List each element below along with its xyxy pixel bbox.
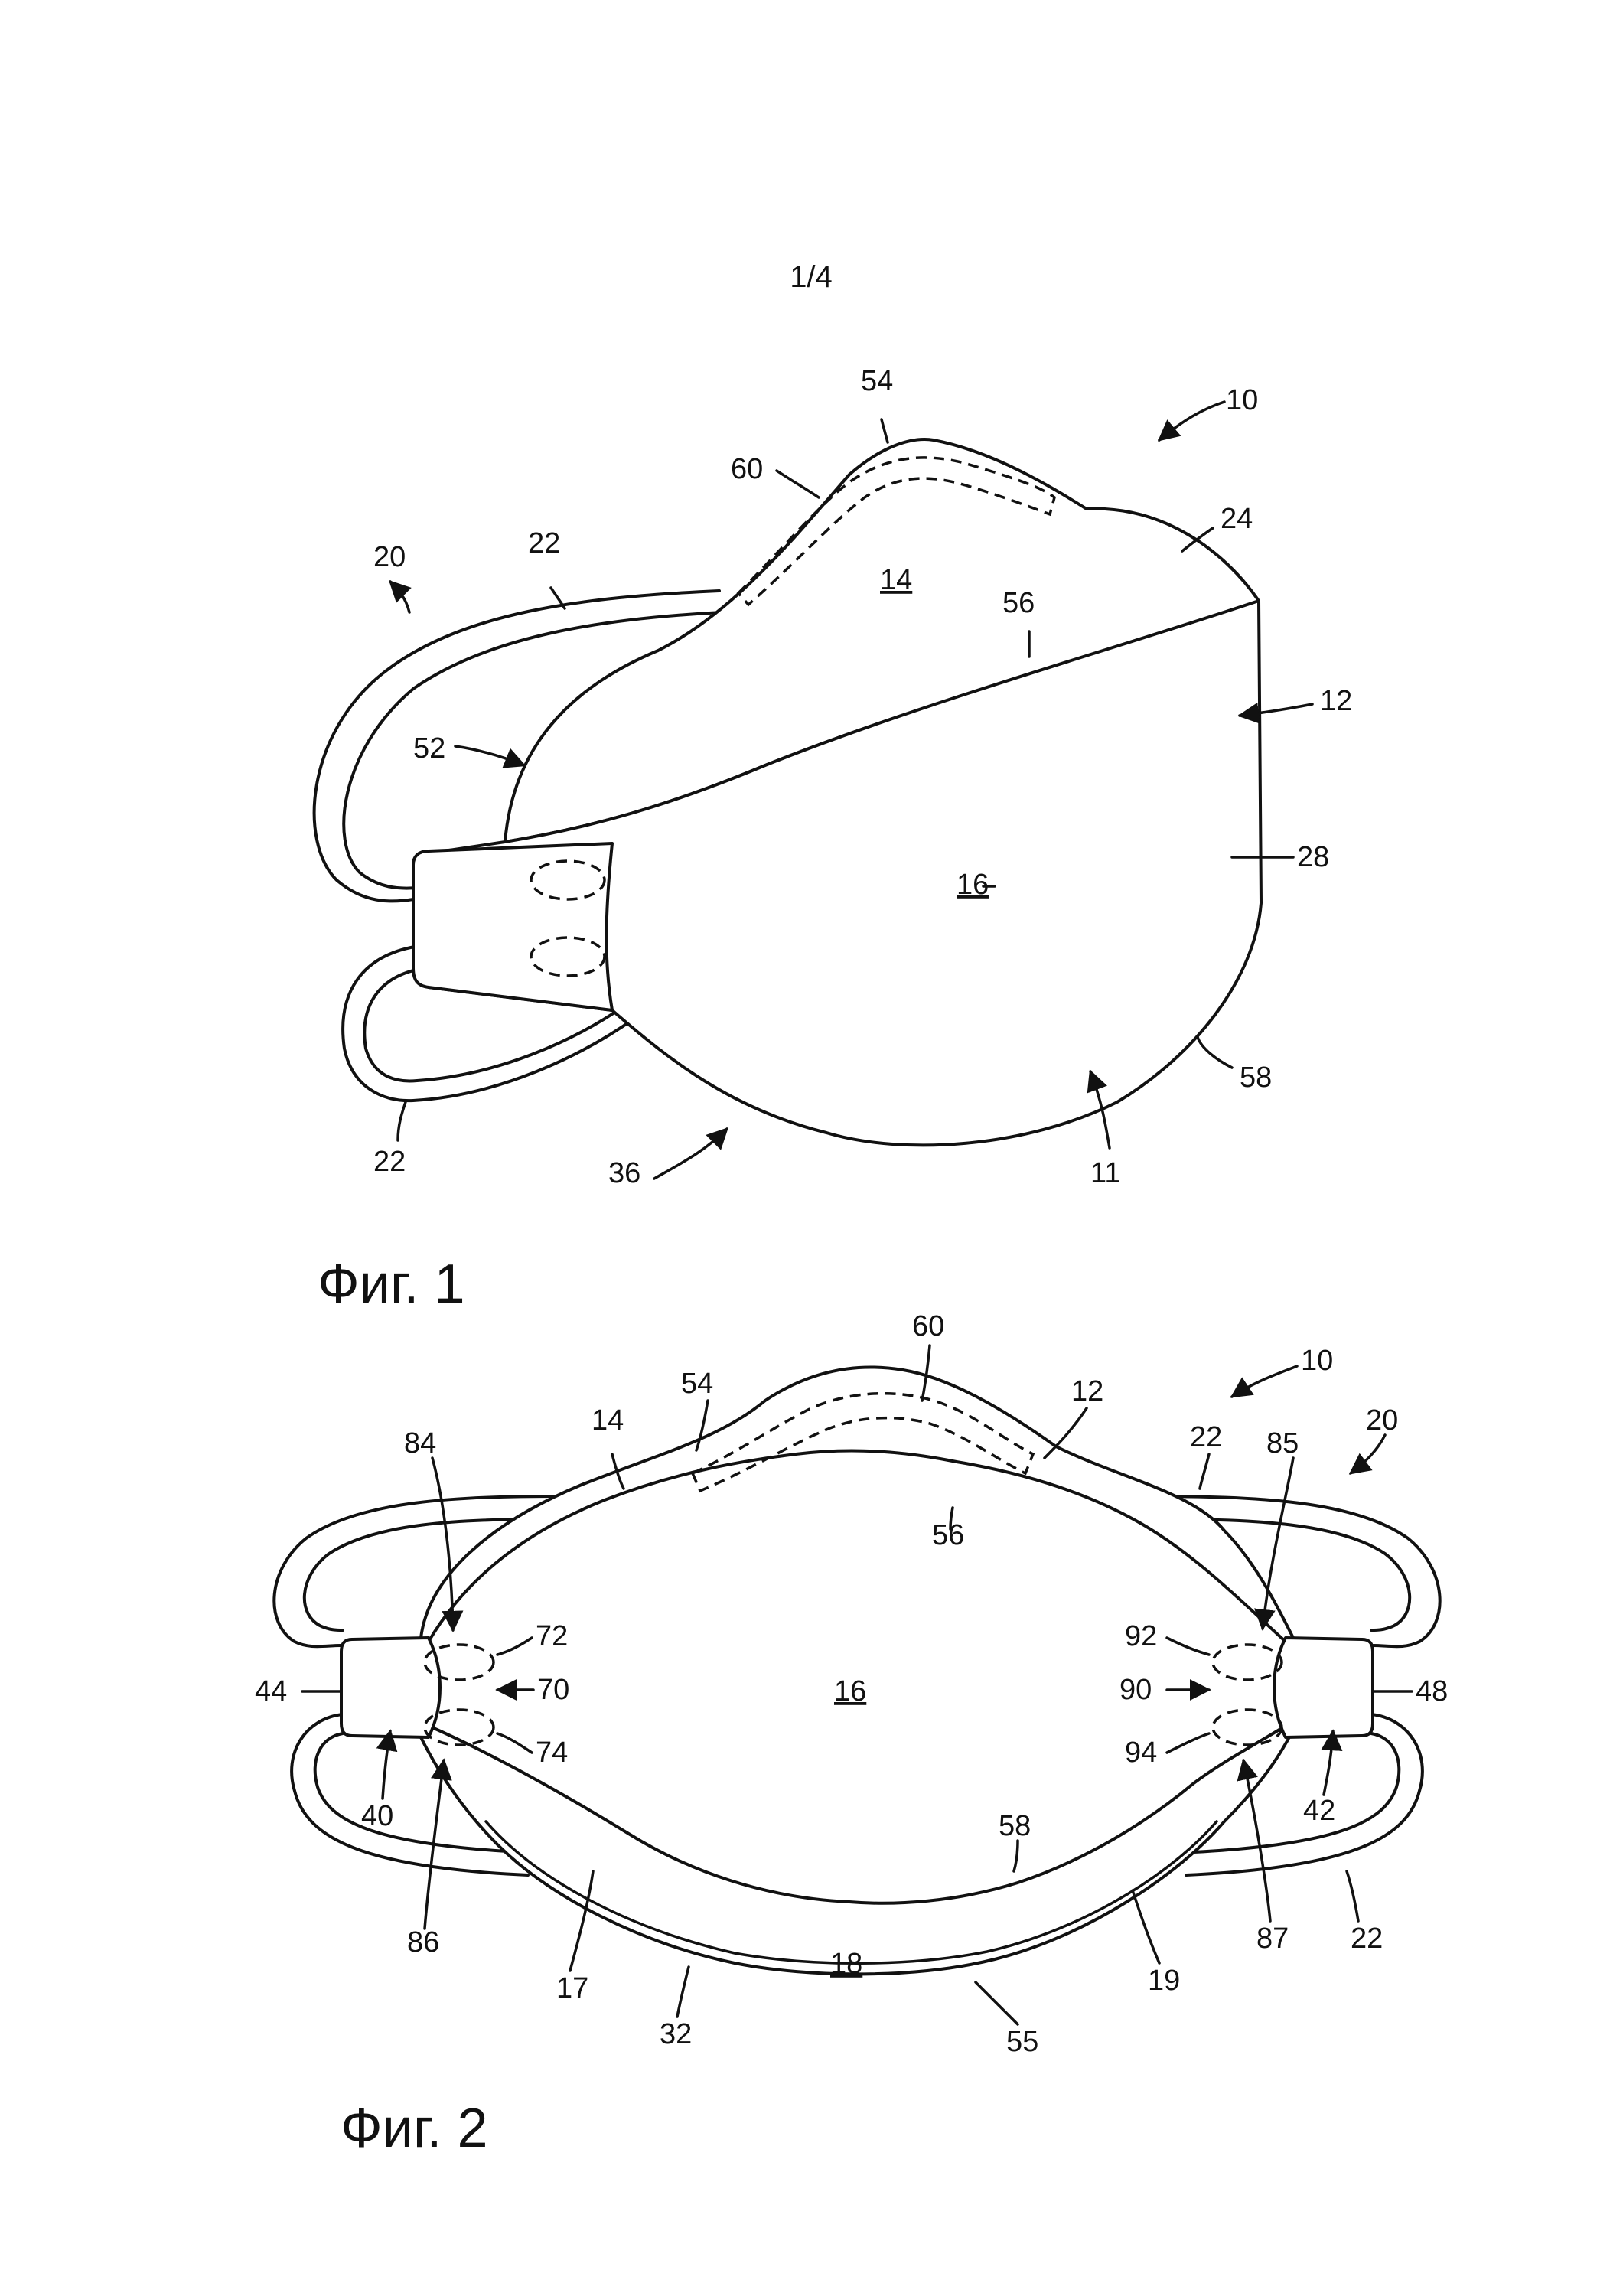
- fig1-leaders: [389, 400, 1314, 1180]
- fig2-hole-94: [1211, 1708, 1283, 1746]
- fig2-hole-74: [423, 1708, 495, 1746]
- fig1-ref-14: 14: [880, 564, 912, 596]
- fig2-ref-22a: 22: [1190, 1421, 1222, 1453]
- fig2-ref-90: 90: [1119, 1674, 1152, 1706]
- fig2-ref-18: 18: [830, 1948, 862, 1980]
- fig2-ref-86: 86: [407, 1926, 439, 1958]
- fig2-leaders: [301, 1344, 1413, 2026]
- fig2-lower-flap-seam: [484, 1820, 1218, 1965]
- fig1-ref-22a: 22: [528, 527, 560, 559]
- fig1-ref-60: 60: [731, 453, 763, 485]
- fig1-ref-52: 52: [413, 732, 445, 765]
- fig1-ref-24: 24: [1221, 503, 1253, 535]
- fig2-hole-92: [1211, 1643, 1283, 1681]
- fig2-ref-85: 85: [1266, 1427, 1299, 1459]
- fig2-ref-19: 19: [1148, 1965, 1180, 1997]
- fig2-ref-40: 40: [361, 1800, 393, 1832]
- fig2-ref-16: 16: [834, 1675, 866, 1707]
- fig2-ref-10: 10: [1301, 1345, 1333, 1377]
- figure-2: 60 10 54 12 20 14 84 22 85 56 72 92 44 7…: [255, 1310, 1448, 2159]
- fig2-tab-left: [340, 1636, 442, 1739]
- fig2-ref-17: 17: [556, 1972, 588, 2004]
- fig2-labels: 60 10 54 12 20 14 84 22 85 56 72 92 44 7…: [255, 1310, 1448, 2058]
- fig1-tab-hole-upper: [530, 859, 606, 901]
- fig2-ref-70: 70: [537, 1674, 569, 1706]
- fig1-ref-22b: 22: [373, 1146, 406, 1178]
- fig1-ref-16: 16: [957, 869, 989, 901]
- fig1-ref-20: 20: [373, 541, 406, 573]
- fig2-ref-87: 87: [1256, 1923, 1289, 1955]
- figure-1: 10 54 60 24 22 20 14 56 12 52 28 16 58 2…: [312, 365, 1352, 1315]
- fig1-nose-clip: [736, 456, 1056, 607]
- fig1-lower-panel: [416, 599, 1263, 1147]
- fig2-hole-72: [423, 1643, 495, 1681]
- fig1-ref-36: 36: [608, 1157, 640, 1189]
- fig2-ref-44: 44: [255, 1675, 287, 1707]
- fig1-ref-58: 58: [1240, 1062, 1272, 1094]
- fig1-tab: [412, 842, 614, 1012]
- fig2-ref-55: 55: [1006, 2026, 1038, 2058]
- fig2-tab-right: [1273, 1636, 1374, 1739]
- fig1-ref-54: 54: [861, 365, 893, 397]
- fig2-ref-42: 42: [1303, 1795, 1335, 1827]
- fig2-ref-20: 20: [1366, 1404, 1398, 1437]
- fig2-ref-48: 48: [1416, 1675, 1448, 1707]
- fig2-ref-14: 14: [592, 1404, 624, 1437]
- fig2-ref-72: 72: [536, 1620, 568, 1652]
- fig2-ref-22b: 22: [1351, 1923, 1383, 1955]
- fig2-caption: Фиг. 2: [341, 2098, 487, 2159]
- fig2-ref-92: 92: [1125, 1620, 1157, 1652]
- fig2-ref-54: 54: [681, 1368, 713, 1400]
- fig1-ref-28: 28: [1297, 841, 1329, 873]
- fig2-ref-12: 12: [1071, 1375, 1103, 1407]
- fig2-ref-58: 58: [999, 1810, 1031, 1842]
- fig1-ref-56: 56: [1002, 587, 1035, 619]
- fig2-ref-60: 60: [912, 1310, 944, 1342]
- fig1-caption: Фиг. 1: [318, 1254, 464, 1315]
- fig2-ref-32: 32: [660, 2018, 692, 2050]
- fig1-tab-hole-lower: [530, 936, 606, 977]
- fig1-labels: 10 54 60 24 22 20 14 56 12 52 28 16 58 2…: [373, 365, 1352, 1189]
- page-number: 1/4: [790, 260, 833, 294]
- fig1-ref-11: 11: [1090, 1157, 1120, 1189]
- fig1-ref-12: 12: [1320, 685, 1352, 717]
- fig2-strap: [272, 1495, 1442, 1877]
- fig1-strap: [312, 589, 725, 1103]
- fig2-ref-74: 74: [536, 1737, 568, 1769]
- fig2-ref-94: 94: [1125, 1737, 1157, 1769]
- fig2-ref-84: 84: [404, 1427, 436, 1459]
- fig2-ref-56: 56: [932, 1519, 964, 1551]
- fig1-ref-10: 10: [1226, 384, 1258, 416]
